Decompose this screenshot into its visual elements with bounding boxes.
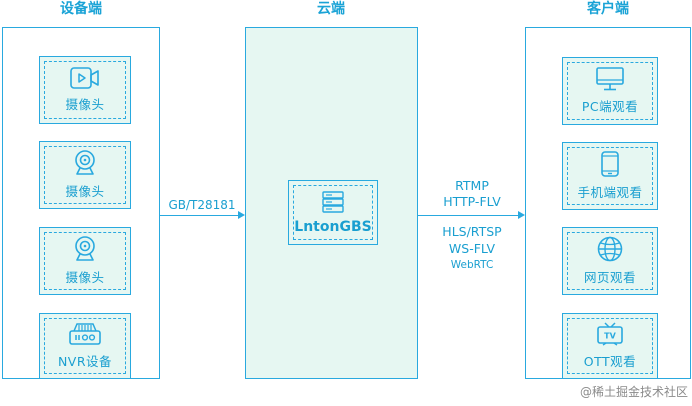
client-label: PC端观看 [581, 99, 639, 114]
device-camera-1: 摄像头 [39, 56, 131, 124]
monitor-icon [596, 67, 624, 91]
arrow-head-outbound [518, 211, 525, 219]
devices-column: 摄像头 摄像头 摄像头 [2, 27, 160, 379]
protocol-rtmp: RTMP [455, 178, 489, 193]
clients-column-title: 客户端 [587, 1, 629, 17]
client-ott: TV OTT观看 [562, 313, 658, 379]
cloud-column-title: 云端 [317, 1, 345, 17]
client-label: 网页观看 [583, 270, 636, 285]
server-icon [322, 190, 344, 213]
tv-icon: TV [597, 322, 623, 346]
device-camera-3: 摄像头 [39, 227, 131, 295]
client-mobile: 手机端观看 [562, 142, 658, 210]
device-nvr: NVR设备 [39, 313, 131, 379]
protocol-ws-flv: WS-FLV [448, 241, 496, 256]
webcam-icon [75, 236, 95, 261]
client-label: 手机端观看 [577, 185, 643, 200]
arrow-head-inbound [238, 211, 245, 219]
watermark: @稀土掘金技术社区 [579, 385, 688, 399]
protocol-outbound-bottom: HLS/RTSP WS-FLV WebRTC [432, 223, 512, 274]
webcam-icon [75, 150, 95, 175]
client-label: OTT观看 [583, 354, 637, 369]
globe-icon [597, 236, 623, 262]
video-camera-icon [70, 67, 99, 89]
server-node: LntonGBS [288, 180, 378, 245]
server-label: LntonGBS [294, 218, 372, 235]
protocol-http-flv: HTTP-FLV [443, 194, 501, 209]
device-label: NVR设备 [57, 354, 113, 369]
client-web: 网页观看 [562, 227, 658, 295]
clients-column: PC端观看 手机端观看 网页观看 [525, 27, 691, 379]
nvr-icon [69, 323, 101, 345]
cloud-column: LntonGBS [245, 27, 418, 379]
device-camera-2: 摄像头 [39, 141, 131, 209]
arrow-line-inbound [160, 215, 238, 216]
protocol-webrtc: WebRTC [450, 259, 494, 271]
tv-badge: TV [604, 332, 616, 341]
device-label: 摄像头 [65, 184, 105, 199]
mobile-phone-icon [601, 151, 619, 177]
protocol-hls-rtsp: HLS/RTSP [442, 224, 502, 239]
device-label: 摄像头 [65, 270, 105, 285]
devices-column-title: 设备端 [60, 1, 102, 17]
arrow-line-outbound [418, 215, 518, 216]
client-pc: PC端观看 [562, 57, 658, 125]
device-label: 摄像头 [65, 97, 105, 112]
protocol-outbound-top: RTMP HTTP-FLV [432, 178, 512, 210]
protocol-inbound: GB/T28181 [168, 198, 236, 212]
